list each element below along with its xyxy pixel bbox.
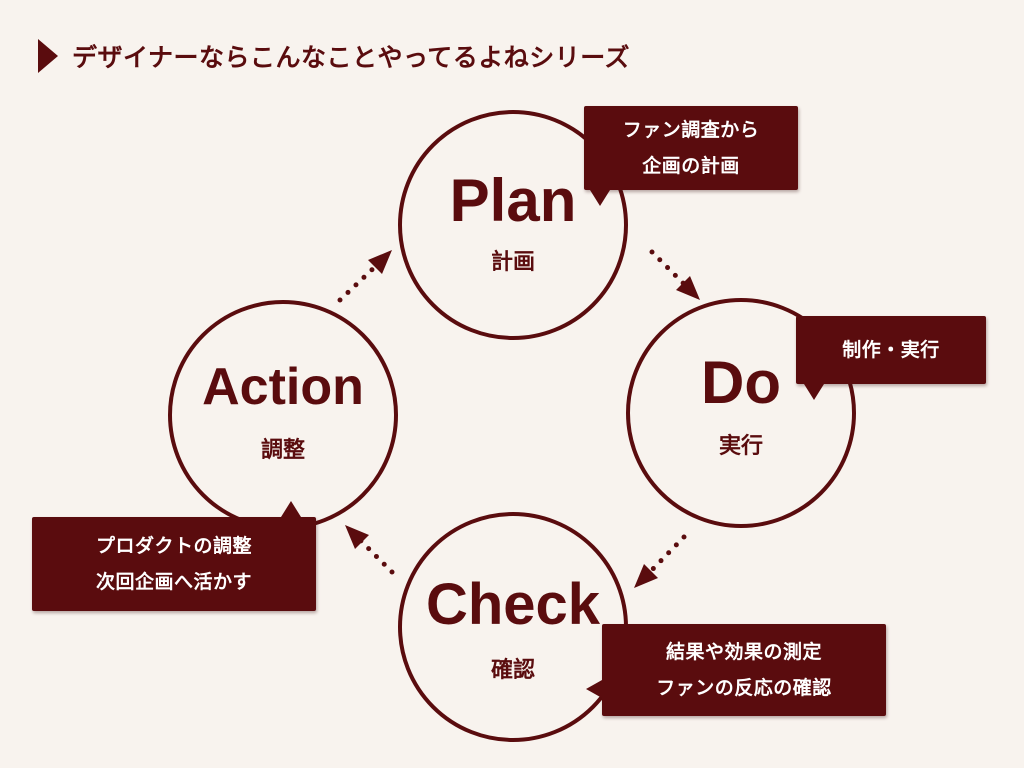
play-triangle-icon bbox=[38, 39, 58, 73]
page-title: デザイナーならこんなことやってるよねシリーズ bbox=[72, 43, 631, 72]
check-callout-tail bbox=[586, 680, 602, 698]
check-title: Check bbox=[425, 572, 601, 637]
action-subtitle: 調整 bbox=[260, 438, 305, 463]
check-subtitle: 確認 bbox=[490, 658, 535, 683]
plan-callout-line-2: 企画の計画 bbox=[642, 155, 740, 177]
action-callout: プロダクトの調整 次回企画へ活かす bbox=[32, 517, 316, 611]
plan-callout-tail bbox=[590, 190, 610, 206]
arrow-check-to-action bbox=[345, 525, 395, 575]
check-callout-line-1: 結果や効果の測定 bbox=[665, 641, 822, 663]
do-callout-tail bbox=[804, 384, 824, 400]
check-callout-line-2: ファンの反応の確認 bbox=[656, 677, 832, 699]
check-callout: 結果や効果の測定 ファンの反応の確認 bbox=[602, 624, 886, 716]
action-callout-line-1: プロダクトの調整 bbox=[95, 535, 252, 557]
arrow-do-to-check bbox=[634, 534, 687, 588]
do-callout: 制作・実行 bbox=[796, 316, 986, 384]
do-callout-line-1: 制作・実行 bbox=[842, 339, 940, 361]
do-title: Do bbox=[701, 349, 781, 416]
action-callout-tail bbox=[281, 501, 301, 517]
do-subtitle: 実行 bbox=[718, 434, 763, 459]
page-header: デザイナーならこんなことやってるよねシリーズ bbox=[38, 36, 630, 76]
plan-callout-line-1: ファン調査から bbox=[622, 119, 760, 141]
plan-callout: ファン調査から 企画の計画 bbox=[584, 106, 798, 190]
plan-title: Plan bbox=[449, 167, 577, 234]
arrow-plan-to-do bbox=[649, 249, 700, 300]
action-title: Action bbox=[202, 358, 364, 416]
action-circle: Action 調整 bbox=[168, 300, 398, 530]
plan-subtitle: 計画 bbox=[490, 250, 535, 275]
action-callout-line-2: 次回企画へ活かす bbox=[95, 571, 252, 593]
check-circle: Check 確認 bbox=[398, 512, 628, 742]
arrow-action-to-plan bbox=[337, 250, 392, 303]
